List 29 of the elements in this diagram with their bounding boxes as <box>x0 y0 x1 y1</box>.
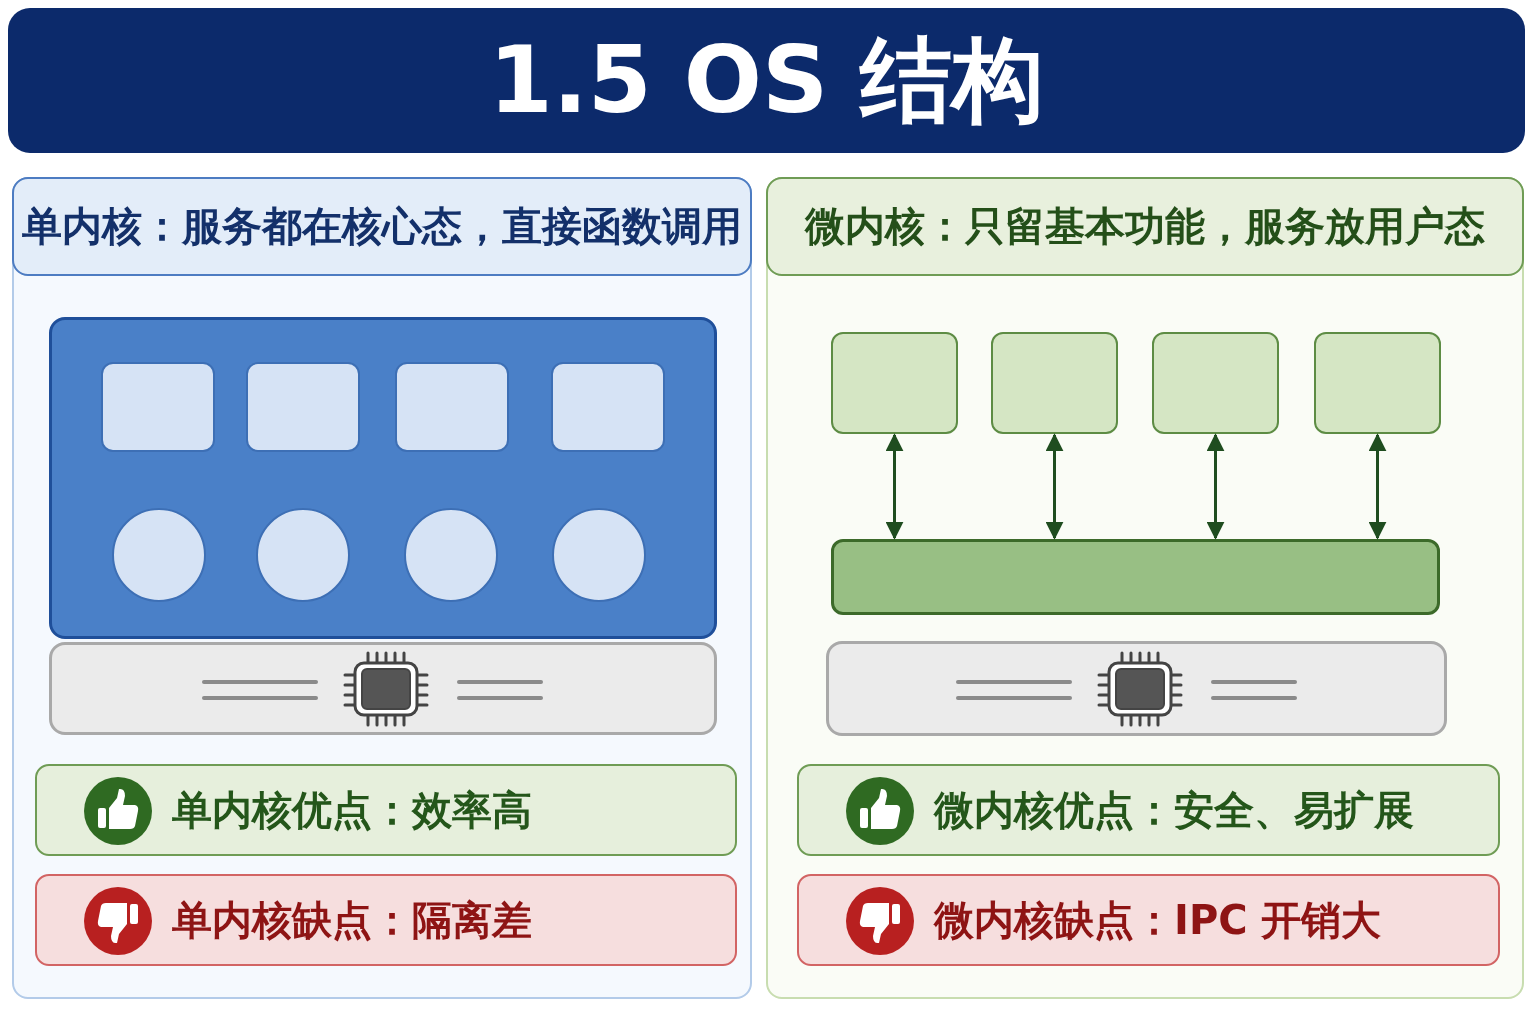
disadvantage-box <box>797 874 1500 966</box>
disadvantage-text: 单内核缺点：隔离差 <box>172 895 532 945</box>
service-box <box>246 362 360 452</box>
advantage-text: 微内核优点：安全、易扩展 <box>934 785 1414 835</box>
advantage-box <box>797 764 1500 856</box>
service-box <box>551 362 665 452</box>
microkernel-bar <box>831 539 1440 615</box>
user-service-box <box>1314 332 1441 434</box>
service-box <box>101 362 215 452</box>
title-banner: 1.5 OS 结构 <box>8 8 1525 153</box>
double-arrow <box>1045 433 1064 540</box>
panel-heading: 微内核：只留基本功能，服务放用户态 <box>803 202 1486 251</box>
disadvantage-box <box>35 874 737 966</box>
hardware-bar <box>49 642 717 735</box>
user-service-box <box>831 332 958 434</box>
advantage-box <box>35 764 737 856</box>
double-arrow <box>1368 433 1387 540</box>
disadvantage-text: 微内核缺点：IPC 开销大 <box>934 895 1382 945</box>
user-service-box <box>1152 332 1279 434</box>
kernel-panel <box>12 177 752 999</box>
service-box <box>395 362 509 452</box>
panel-heading: 单内核：服务都在核心态，直接函数调用 <box>21 202 743 251</box>
user-service-box <box>991 332 1118 434</box>
double-arrow <box>1206 433 1225 540</box>
hardware-bar <box>826 641 1447 736</box>
kernel-panel <box>766 177 1524 999</box>
double-arrow <box>885 433 904 540</box>
monolithic-kernel-box <box>49 317 717 639</box>
advantage-text: 单内核优点：效率高 <box>172 785 532 835</box>
